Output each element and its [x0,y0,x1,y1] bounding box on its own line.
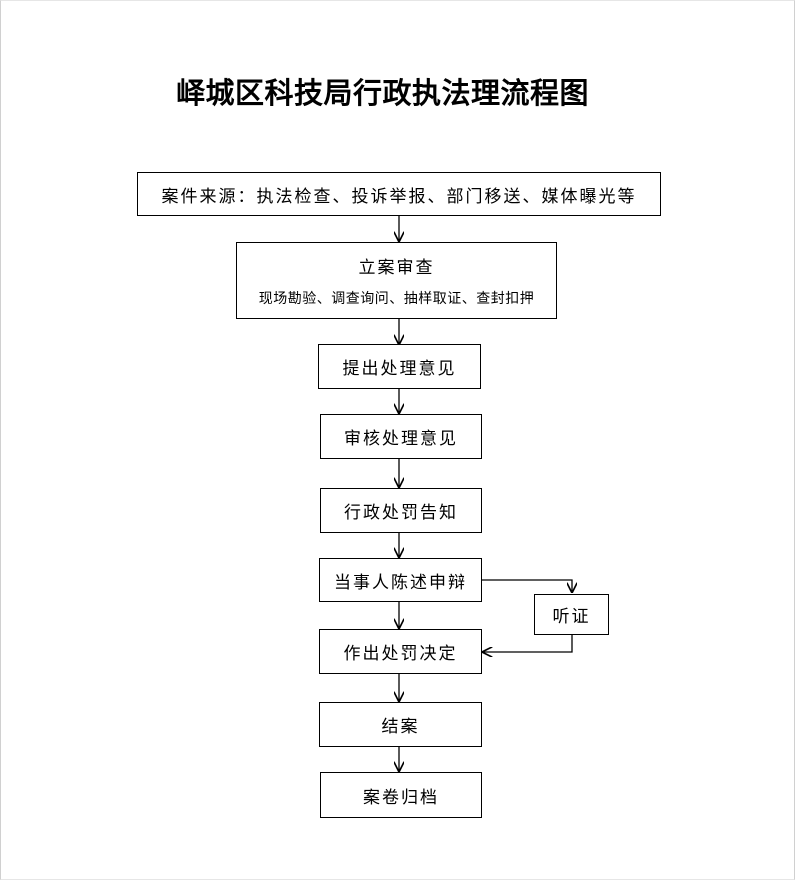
node-hearing: 听证 [534,594,609,635]
node-penalty-notice-label: 行政处罚告知 [344,503,458,523]
node-party-statement-label: 当事人陈述申辩 [334,572,467,593]
node-filing-review: 立案审查 现场勘验、调查询问、抽样取证、查封扣押 [236,242,557,319]
node-case-source: 案件来源：执法检查、投诉举报、部门移送、媒体曝光等 [137,172,661,216]
node-archive-label: 案卷归档 [363,787,439,808]
node-review-opinion: 审核处理意见 [320,414,482,459]
node-filing-review-label: 立案审查 [358,258,435,278]
node-hearing-label: 听证 [552,607,591,627]
node-archive: 案卷归档 [320,772,482,818]
node-propose-opinion: 提出处理意见 [318,344,481,389]
node-filing-review-detail: 现场勘验、调查询问、抽样取证、查封扣押 [258,291,535,307]
node-propose-opinion-label: 提出处理意见 [342,359,457,379]
node-party-statement: 当事人陈述申辩 [319,558,482,602]
node-case-closed: 结案 [319,702,482,747]
node-case-closed-label: 结案 [381,717,420,737]
diagram-title: 峄城区科技局行政执法理流程图 [176,76,590,110]
node-case-source-label: 案件来源：执法检查、投诉举报、部门移送、媒体曝光等 [161,186,637,207]
node-penalty-decision-label: 作出处罚决定 [343,644,458,664]
node-penalty-notice: 行政处罚告知 [320,488,482,533]
node-penalty-decision: 作出处罚决定 [319,629,482,674]
node-review-opinion-label: 审核处理意见 [344,429,458,449]
